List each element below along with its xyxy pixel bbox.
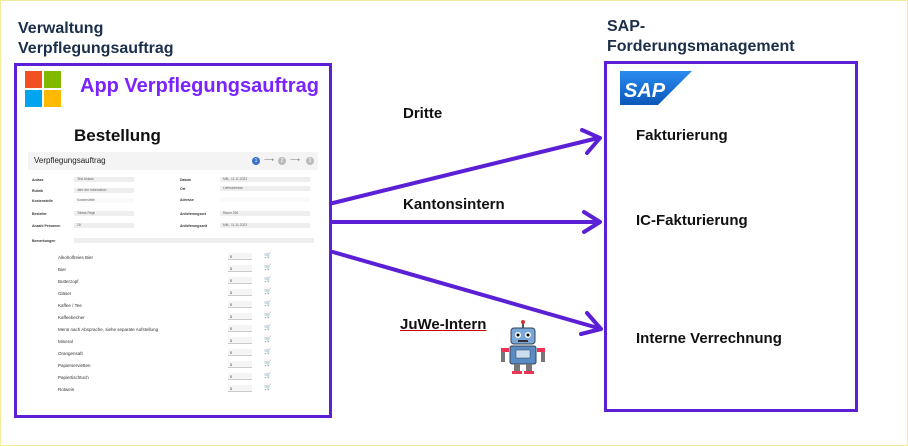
item-name: Bier	[58, 267, 67, 272]
step-arrow-icon: ⟶	[264, 157, 275, 164]
robot-icon	[501, 320, 545, 374]
app-title: App Verpflegungsauftrag	[80, 75, 319, 97]
item-name: Papiertischtuch	[58, 375, 89, 380]
sap-item-ic-fakturierung: IC-Fakturierung	[636, 212, 748, 229]
left-heading-line1: Verwaltung	[18, 20, 104, 37]
flow-label-kantonsintern: Kantonsintern	[403, 196, 505, 213]
field-label: Besteller	[32, 212, 47, 216]
field-value[interactable]: 25	[74, 223, 134, 228]
item-name: Papierservietten	[58, 363, 91, 368]
quantity-field[interactable]: 0	[228, 361, 252, 368]
field-label: Kostenstelle	[32, 199, 53, 203]
sap-item-interne-verrechnung: Interne Verrechnung	[636, 330, 782, 347]
cart-icon[interactable]: 🛒	[264, 325, 272, 331]
field-label: Adresse	[180, 198, 194, 202]
section-title: Bestellung	[74, 126, 161, 145]
field-value[interactable]: Kostenstelle	[74, 198, 134, 203]
arrowhead-icon	[579, 311, 603, 336]
arrow-juwe	[331, 250, 600, 330]
cart-icon[interactable]: 🛒	[264, 289, 272, 295]
field-value[interactable]: Raum 236	[220, 211, 310, 216]
item-name: Butterzopf	[58, 279, 79, 284]
arrowhead-icon	[580, 128, 602, 155]
cart-icon[interactable]: 🛒	[264, 313, 272, 319]
quantity-field[interactable]: 0	[228, 301, 252, 308]
sap-logo-icon: SAP	[620, 71, 692, 105]
arrowhead-icon	[582, 210, 602, 234]
field-value[interactable]: Lieferadresse	[220, 186, 310, 191]
cart-icon[interactable]: 🛒	[264, 277, 272, 283]
field-value[interactable]: Mitt., 11.11.2023	[220, 223, 310, 228]
field-label: Anlieferungsort	[180, 212, 207, 216]
app-box	[14, 63, 332, 418]
field-value[interactable]: Jahr der Information	[74, 188, 134, 193]
right-heading-line1: SAP-	[607, 18, 646, 35]
step-arrow-icon: ⟶	[290, 157, 301, 164]
item-name: Kaffee / Tee	[58, 303, 82, 308]
form-header: Verpflegungsauftrag 1 ⟶ 2 ⟶ 3	[28, 152, 318, 170]
field-value[interactable]: Tobias Regli	[74, 211, 134, 216]
item-name: Rotwein	[58, 387, 75, 392]
cart-icon[interactable]: 🛒	[264, 265, 272, 271]
sap-box	[604, 61, 858, 412]
quantity-field[interactable]: 0	[228, 373, 252, 380]
field-label: Datum	[180, 178, 191, 182]
field-label: Ort	[180, 187, 186, 191]
cart-icon[interactable]: 🛒	[264, 337, 272, 343]
cart-icon[interactable]: 🛒	[264, 361, 272, 367]
quantity-field[interactable]: 0	[228, 253, 252, 260]
right-heading-line2: Forderungsmanagement	[607, 38, 795, 55]
quantity-field[interactable]: 0	[228, 313, 252, 320]
cart-icon[interactable]: 🛒	[264, 385, 272, 391]
quantity-field[interactable]: 0	[228, 277, 252, 284]
field-value[interactable]: Mitt., 11.11.2023	[220, 177, 310, 182]
order-form: Verpflegungsauftrag 1 ⟶ 2 ⟶ 3 Anlass Tes…	[28, 152, 318, 402]
field-value[interactable]: Test Anlass	[74, 177, 134, 182]
field-label: Bemerkungen	[32, 239, 56, 243]
cart-icon[interactable]: 🛒	[264, 253, 272, 259]
field-label: Anzahl Personen	[32, 224, 61, 228]
field-label: Anlieferungszeit	[180, 224, 208, 228]
remarks-field[interactable]	[74, 238, 314, 243]
item-name: Orangensaft	[58, 351, 83, 356]
quantity-field[interactable]: 0	[228, 265, 252, 272]
quantity-field[interactable]: 0	[228, 337, 252, 344]
step-1[interactable]: 1	[252, 157, 260, 165]
item-name: Gläser	[58, 291, 72, 296]
quantity-field[interactable]: 0	[228, 385, 252, 392]
item-name: Alkoholfreies Bier	[58, 255, 94, 260]
step-3[interactable]: 3	[306, 157, 314, 165]
step-2[interactable]: 2	[278, 157, 286, 165]
arrow-dritte	[331, 136, 600, 205]
left-heading-line2: Verpflegungsauftrag	[18, 40, 174, 57]
sap-item-fakturierung: Fakturierung	[636, 127, 728, 144]
flow-label-dritte: Dritte	[403, 105, 443, 122]
item-name: Mineral	[58, 339, 73, 344]
sap-logo-text: SAP	[624, 80, 666, 102]
cart-icon[interactable]: 🛒	[264, 373, 272, 379]
microsoft-logo-icon	[25, 71, 61, 107]
field-label: Anlass	[32, 178, 44, 182]
field-value[interactable]	[220, 197, 310, 202]
quantity-field[interactable]: 0	[228, 289, 252, 296]
item-name: Kaffeebecher	[58, 315, 85, 320]
cart-icon[interactable]: 🛒	[264, 349, 272, 355]
field-label: Rubrik	[32, 189, 44, 193]
form-title: Verpflegungsauftrag	[34, 156, 106, 165]
flow-label-juwe: JuWe-Intern	[400, 316, 487, 333]
cart-icon[interactable]: 🛒	[264, 301, 272, 307]
quantity-field[interactable]: 0	[228, 325, 252, 332]
item-name: Menü nach Absprache, siehe separate Aufs…	[58, 327, 159, 332]
quantity-field[interactable]: 0	[228, 349, 252, 356]
